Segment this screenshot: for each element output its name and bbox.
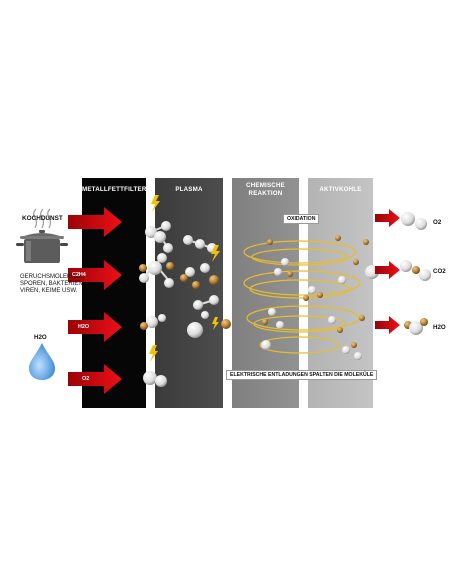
source-desc-line1: GERUCHSMOLEKÜLE,: [20, 274, 85, 280]
oxidation-rings: [243, 240, 361, 354]
source-desc-line3: VIREN, KEIME USW.: [20, 288, 78, 294]
output-label-o2: O2: [433, 219, 442, 226]
output-label-co2: CO2: [433, 268, 446, 275]
input-label-h2o: H2O: [78, 324, 90, 330]
output-arrows: [375, 209, 400, 334]
panel-title-plasma: PLASMA: [175, 186, 203, 193]
panel-title-akt: AKTIVKOHLE: [319, 186, 362, 193]
discharge-tag: ELEKTRISCHE ENTLADUNGEN SPALTEN DIE MOLE…: [226, 370, 378, 380]
molecule-cluster-reaction: [261, 235, 379, 360]
output-molecule-co2: [400, 260, 431, 281]
input-arrow-c2h4: [68, 260, 122, 290]
oxidation-tag: OXIDATION: [283, 214, 320, 224]
panel-title-chem-line2: REAKTION: [248, 190, 283, 197]
molecule-cluster-filter: [139, 221, 174, 387]
panel-plasma: [155, 178, 223, 408]
water-label: H2O: [34, 334, 47, 341]
molecule-cluster-plasma: [180, 235, 231, 338]
cooking-pot-icon: [16, 208, 68, 263]
input-label-o2: O2: [82, 376, 90, 382]
lightning-icon-group: [149, 195, 220, 362]
input-arrow-o2: [68, 364, 122, 394]
output-molecule-o2: [401, 212, 427, 230]
source-desc-line2: SPOREN, BAKTERIEN,: [20, 281, 85, 287]
source-title: KOCHDUNST: [22, 215, 63, 222]
output-label-h2o: H2O: [433, 324, 446, 331]
output-molecule-h2o: [404, 318, 428, 335]
panel-title-chem-line1: CHEMISCHE: [246, 182, 285, 189]
panel-title-filter: METALLFETTFILTER: [82, 186, 147, 193]
input-label-c2h4: C2H4: [72, 272, 86, 278]
water-drop-icon: [29, 343, 55, 380]
input-arrow-h2o: [68, 312, 122, 342]
input-arrow-kochdunst: [68, 207, 122, 237]
